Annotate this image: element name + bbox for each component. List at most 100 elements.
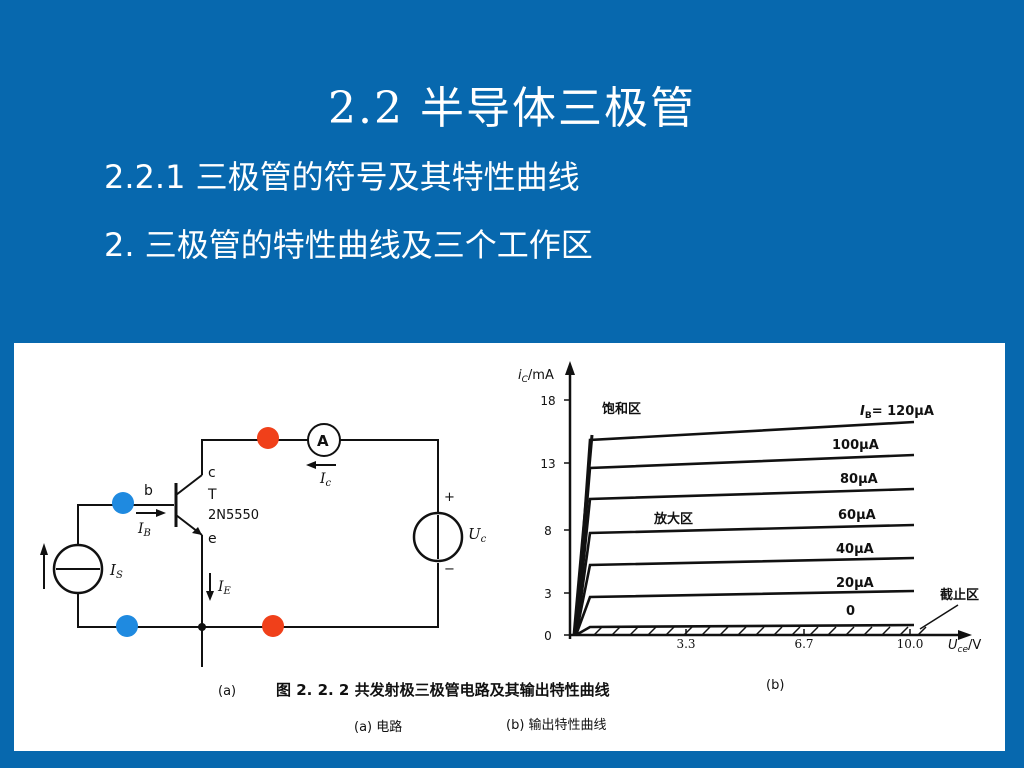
x-tick-group: 3.3 6.7 10.0 (676, 629, 923, 651)
hatch-line (881, 626, 891, 636)
ib-arrow-icon (156, 509, 166, 517)
y-axis-unit: /mA (528, 368, 554, 383)
hatch-line (593, 626, 603, 636)
y-axis-subscript: C (522, 375, 529, 385)
slide-title: 2.2 半导体三极管 (328, 83, 696, 134)
hatch-line (773, 626, 783, 636)
hatch-line (809, 626, 819, 636)
x-axis-arrow-icon (958, 630, 972, 640)
cutoff-region-label: 截止区 (940, 587, 979, 603)
ie-subscript: E (223, 586, 232, 597)
figure-caption: 图 2. 2. 2 共发射极三极管电路及其输出特性曲线 (276, 681, 610, 699)
hatch-line (647, 626, 657, 636)
x-axis-subscript: ce (958, 645, 969, 655)
x-axis-unit: /V (968, 638, 981, 653)
ammeter-icon (307, 423, 341, 457)
ib-symbol: I (137, 521, 144, 537)
terminal-b-label: b (144, 483, 153, 499)
active-region-label: 放大区 (653, 511, 693, 527)
subsection-heading: 2. 三极管的特性曲线及三个工作区 (104, 226, 593, 264)
curve-label-value: = 120μA (872, 404, 934, 419)
emitter-arrow-icon (192, 527, 202, 535)
curve-label: 40μA (836, 542, 874, 557)
terminal-c-label: c (208, 465, 216, 481)
hatch-line (755, 626, 765, 636)
x-tick-label: 3.3 (676, 637, 695, 651)
hatch-line (629, 626, 639, 636)
y-tick-label: 8 (544, 524, 552, 538)
caption-b: (b) 输出特性曲线 (506, 717, 607, 733)
transistor-label: T (207, 487, 217, 503)
x-tick-label: 10.0 (897, 637, 924, 651)
section-heading: 2.2.1 三极管的符号及其特性曲线 (104, 158, 580, 196)
hatch-line (791, 626, 801, 636)
hatch-line (683, 626, 693, 636)
y-tick-group: 18 13 8 3 0 (540, 394, 570, 643)
y-tick-label: 0 (544, 629, 552, 643)
hatch-line (899, 626, 909, 636)
curve-label: 20μA (836, 576, 874, 591)
junction-node (198, 623, 206, 631)
transistor-collector-leg (175, 474, 203, 496)
figure-svg: A c T 2N5550 e b IB IE Ic IS Uc + − (a) … (40, 361, 981, 735)
red-dot-top (257, 427, 279, 449)
y-axis-label: iC/mA (518, 368, 554, 385)
panel-b-label: (b) (766, 678, 784, 693)
uc-subscript: c (481, 534, 487, 545)
curve-label-symbol: I (860, 404, 865, 419)
uc-symbol: U (468, 525, 482, 543)
y-tick-label: 3 (544, 587, 552, 601)
hatch-line (719, 626, 729, 636)
characteristic-curve (574, 523, 915, 636)
blue-dot-bottom (116, 615, 138, 637)
hatch-line (827, 626, 837, 636)
is-label: IS (109, 561, 123, 581)
hatch-line (917, 626, 927, 636)
wire-top-right (340, 439, 439, 513)
panel-a-label: (a) (218, 684, 236, 699)
y-tick-label: 13 (540, 457, 555, 471)
model-label: 2N5550 (208, 508, 259, 523)
characteristic-curve (574, 589, 915, 636)
characteristic-curve (574, 487, 915, 636)
hatch-line (611, 626, 621, 636)
y-tick-label: 18 (540, 394, 555, 408)
ie-symbol: I (217, 579, 224, 595)
curve-label: 0 (846, 604, 855, 619)
x-tick-label: 6.7 (794, 637, 813, 651)
cutoff-pointer (919, 604, 959, 630)
ic-arrow-icon (306, 461, 316, 469)
plus-sign: + (444, 490, 455, 505)
is-symbol: I (109, 561, 117, 579)
ic-label: Ic (319, 471, 332, 489)
hatch-line (845, 626, 855, 636)
ie-arrow-icon (206, 591, 214, 601)
hatch-line (737, 626, 747, 636)
characteristic-curve (575, 623, 915, 637)
hatch-line (701, 626, 711, 636)
y-axis-arrow-icon (565, 361, 575, 375)
ib-subscript: B (143, 528, 151, 539)
cutoff-hatch-group (593, 626, 927, 636)
characteristic-curve (574, 556, 915, 636)
wire-right-bottom (204, 563, 439, 628)
ib-label: IB (137, 521, 151, 539)
minus-sign: − (444, 562, 455, 577)
caption-a: (a) 电路 (354, 719, 402, 735)
red-dot-bottom (262, 615, 284, 637)
ammeter-label: A (317, 432, 329, 450)
hatch-line (665, 626, 675, 636)
x-axis-symbol: U (948, 638, 958, 653)
curve-label: 60μA (838, 508, 876, 523)
wire-collector (201, 439, 308, 475)
uc-label: Uc (468, 525, 487, 545)
ie-label: IE (217, 579, 232, 597)
blue-dot-base (112, 492, 134, 514)
curve-label: 100μA (832, 438, 879, 453)
curve-label: 80μA (840, 472, 878, 487)
terminal-e-label: e (208, 531, 217, 547)
y-axis-symbol: i (518, 368, 522, 383)
is-arrow-icon (40, 543, 48, 555)
saturation-region-label: 饱和区 (601, 401, 641, 417)
